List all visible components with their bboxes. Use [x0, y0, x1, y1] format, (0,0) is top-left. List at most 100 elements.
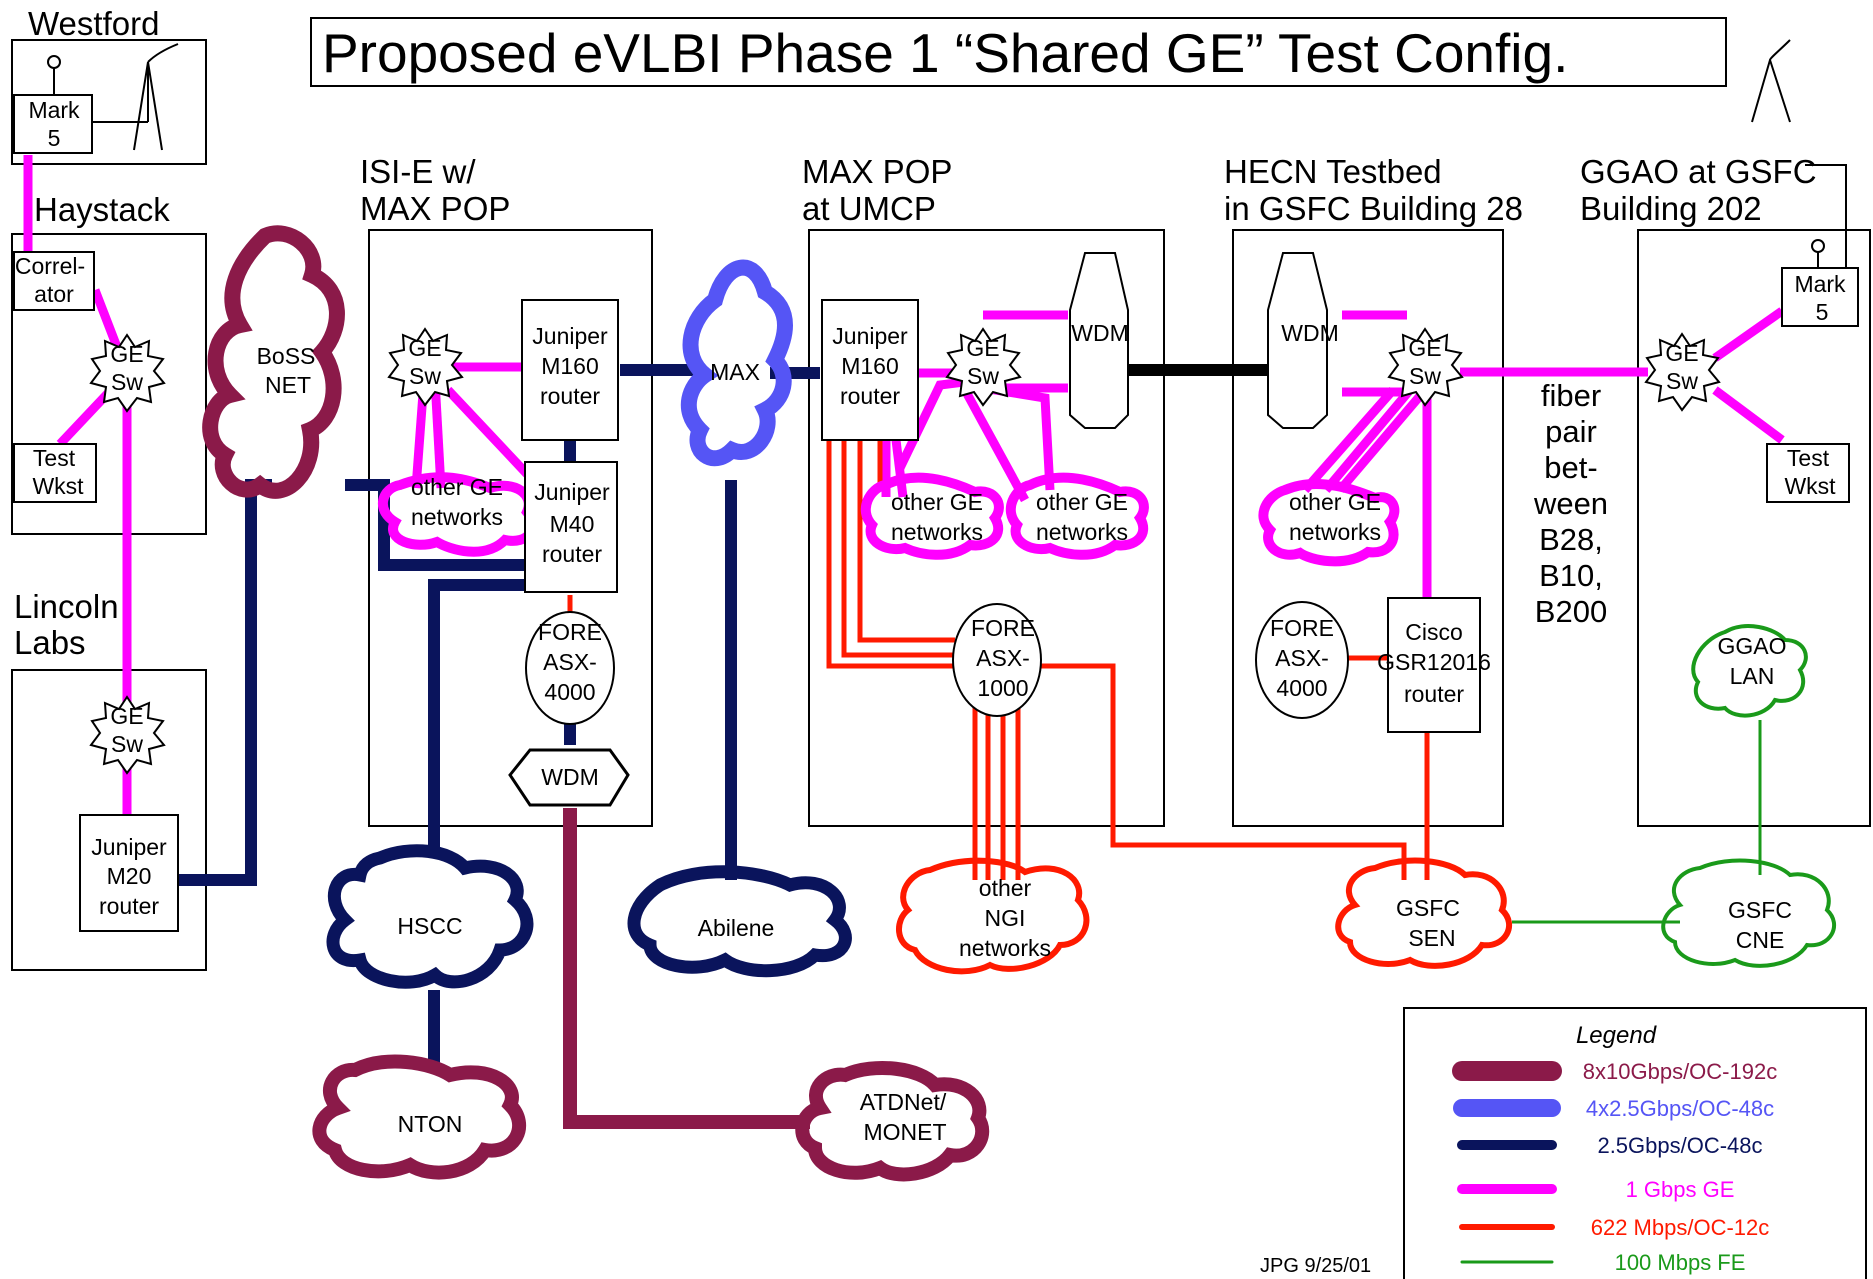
boss-net-cloud [202, 225, 345, 499]
ggao-lan-label-2: LAN [1730, 663, 1775, 689]
haystack-test-label-2: Wkst [32, 473, 84, 499]
juniper-m20-label: Juniper [91, 834, 167, 860]
isi-gesw-icon [387, 327, 464, 407]
hscc-label: HSCC [397, 913, 462, 939]
umcp-wdm-label: WDM [1071, 320, 1128, 346]
fiber-note-3: bet- [1544, 450, 1597, 485]
isi-m160-box [521, 299, 619, 441]
ggao-label-2: Building 202 [1580, 190, 1762, 227]
umcp-gesw-label: GE [966, 335, 999, 361]
atdnet-label-2: MONET [863, 1119, 946, 1145]
westford-mark5-label: Mark [28, 97, 80, 123]
cisco-gsr-box [1387, 597, 1481, 733]
isi-other-ge-cloud [377, 472, 538, 557]
isi-m40-label-2: M40 [550, 511, 595, 537]
juniper-m20-box [79, 814, 179, 932]
fiber-note-7: B200 [1535, 594, 1607, 629]
isi-other-ge-label: other GE [411, 474, 503, 500]
hecn-other-ge-cloud [1258, 478, 1400, 567]
gsfc-sen-label-2: SEN [1408, 925, 1455, 951]
hscc-cloud [326, 844, 534, 989]
hecn-fore-label-3: 4000 [1276, 675, 1327, 701]
umcp-m160-box [821, 299, 919, 441]
fiber-note-1: fiber [1541, 378, 1601, 413]
abilene-label: Abilene [698, 915, 775, 941]
isi-site [368, 229, 653, 827]
umcp-wdm-shape [1069, 252, 1129, 429]
haystack-test-box [13, 443, 97, 503]
isi-m40-label: Juniper [534, 479, 610, 505]
hecn-wdm-shape [1267, 252, 1328, 429]
hecn-site [1232, 229, 1504, 827]
lincoln-site [11, 669, 207, 971]
legend-items: 8x10Gbps/OC-192c4x2.5Gbps/OC-48c2.5Gbps/… [1452, 1059, 1777, 1275]
umcp-fore-shape [952, 603, 1042, 717]
ggao-mark5-label-2: 5 [1816, 299, 1829, 325]
westford-antenna-icon [133, 43, 179, 151]
ggao-gesw-label: GE [1665, 340, 1698, 366]
diagram-title: Proposed eVLBI Phase 1 “Shared GE” Test … [322, 22, 1568, 84]
nton-cloud [312, 1054, 527, 1180]
gsfc-sen-label: GSFC [1396, 895, 1460, 921]
gsfc-cne-label: GSFC [1728, 897, 1792, 923]
boss-net-label-2: NET [265, 372, 311, 398]
isi-m160-label-3: router [540, 383, 600, 409]
lincoln-gesw-icon [89, 695, 166, 775]
isi-m40-label-3: router [542, 541, 602, 567]
cisco-label-2: GSR12016 [1377, 649, 1491, 675]
hecn-fore-shape [1255, 601, 1349, 719]
umcp-other-ge-1-label-2: networks [891, 519, 983, 545]
umcp-fore-label-3: 1000 [977, 675, 1028, 701]
fiber-note-4: ween [1533, 486, 1608, 521]
umcp-fore-label-2: ASX- [976, 645, 1030, 671]
ggao-mic-icon [1811, 239, 1825, 268]
isi-fore-label: FORE [538, 619, 602, 645]
footer-credit: JPG 9/25/01 [1260, 1255, 1371, 1277]
ggao-test-label-2: Wkst [1784, 473, 1836, 499]
cisco-label-3: router [1404, 681, 1464, 707]
westford-mic-icon [47, 55, 61, 95]
ngi-label-2: NGI [985, 905, 1026, 931]
correlator-box [13, 251, 95, 311]
ggao-site [1637, 229, 1871, 827]
westford-label: Westford [28, 5, 159, 42]
hecn-wdm-label: WDM [1281, 320, 1338, 346]
max-pop-label-1: MAX POP [802, 153, 952, 190]
ngi-label-3: networks [959, 935, 1051, 961]
legend-label-5: 100 Mbps FE [1615, 1250, 1746, 1275]
westford-site [11, 39, 207, 165]
atdnet-label: ATDNet/ [860, 1089, 947, 1115]
isi-fore-label-3: 4000 [544, 679, 595, 705]
isi-fore-shape [525, 611, 615, 725]
umcp-m160-label-3: router [840, 383, 900, 409]
fiber-note-5: B28, [1539, 522, 1603, 557]
lincoln-gesw-label: GE [110, 703, 143, 729]
haystack-gesw-label-2: Sw [111, 369, 143, 395]
ggao-test-box [1766, 443, 1850, 503]
hecn-label-2: in GSFC Building 28 [1224, 190, 1523, 227]
ngi-cloud [896, 857, 1090, 975]
gsfc-cne-cloud [1661, 858, 1837, 968]
correlator-label: Correl- [15, 253, 85, 279]
ggao-lan-label: GGAO [1717, 633, 1786, 659]
umcp-other-ge-1-label: other GE [891, 489, 983, 515]
umcp-other-ge-cloud-2 [1006, 472, 1149, 560]
isi-gesw-label-2: Sw [409, 363, 441, 389]
hecn-fore-label: FORE [1270, 615, 1334, 641]
haystack-label: Haystack [34, 191, 170, 228]
legend-title: Legend [1576, 1022, 1657, 1049]
ggao-test-label: Test [1787, 445, 1830, 471]
isi-m40-box [524, 461, 618, 593]
ggao-gesw-label-2: Sw [1666, 368, 1698, 394]
umcp-m160-label-2: M160 [841, 353, 899, 379]
oc12-links [567, 440, 1430, 880]
haystack-site [11, 233, 207, 535]
hecn-other-ge-label-2: networks [1289, 519, 1381, 545]
cisco-label: Cisco [1405, 619, 1463, 645]
legend-label-3: 1 Gbps GE [1626, 1177, 1735, 1202]
fiber-note-2: pair [1545, 414, 1597, 449]
isi-label-1: ISI-E w/ [360, 153, 476, 190]
umcp-fore-label: FORE [971, 615, 1035, 641]
umcp-m160-label: Juniper [832, 323, 908, 349]
